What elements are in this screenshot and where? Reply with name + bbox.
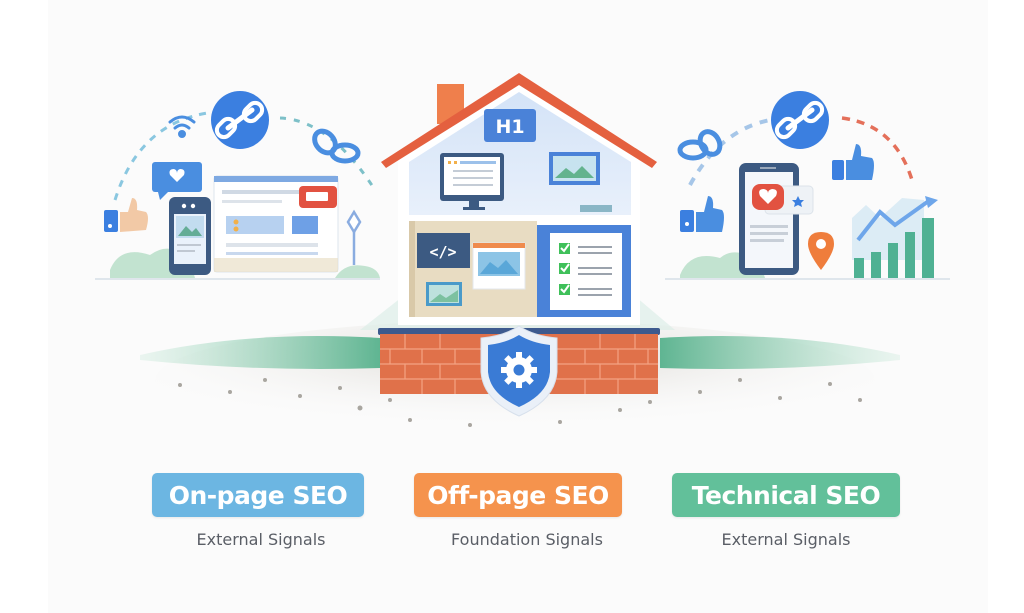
link-icon [211, 91, 269, 149]
code-tag: </> [417, 233, 470, 268]
onpage-seo-label: On-page SEO [168, 480, 348, 510]
phone-device [169, 197, 211, 275]
link-icon [771, 91, 829, 149]
browser-window [213, 175, 339, 273]
chain-link-icon [677, 129, 723, 161]
offpage-seo-subtitle: Foundation Signals [451, 530, 603, 549]
phone-device [739, 163, 799, 275]
heart-icon [752, 184, 784, 210]
h1-tag: H1 [484, 109, 536, 142]
thumbs-up-icon [104, 198, 148, 232]
thumbs-up-icon [832, 144, 874, 180]
chain-link-icon [312, 128, 361, 164]
technical-scene [665, 91, 950, 280]
onpage-seo-subtitle: External Signals [196, 530, 326, 549]
small-image-icon [426, 282, 462, 306]
technical-seo-subtitle: External Signals [721, 530, 851, 549]
location-pin-icon [808, 232, 834, 270]
heart-bubble-icon [152, 162, 202, 200]
code-label: </> [429, 243, 456, 261]
offpage-seo-badge: Off-page SEO [414, 473, 622, 517]
onpage-scene [95, 91, 380, 280]
image-card-icon [472, 242, 526, 290]
onpage-seo-badge: On-page SEO [152, 473, 364, 517]
h1-label: H1 [495, 116, 524, 138]
monitor-icon [440, 153, 504, 210]
checklist-panel [537, 225, 631, 317]
technical-seo-badge: Technical SEO [672, 473, 900, 517]
wifi-icon [168, 115, 196, 138]
thumbs-up-icon [680, 196, 724, 232]
house: H1 </> [360, 73, 675, 417]
offpage-seo-label: Off-page SEO [427, 480, 609, 510]
cursor-pointer-icon [346, 209, 362, 265]
picture-frame-icon [549, 152, 600, 185]
notification-badge-icon [299, 186, 337, 208]
growth-chart-icon [852, 196, 938, 278]
technical-seo-label: Technical SEO [691, 480, 881, 510]
shield-gear-icon [480, 325, 558, 417]
